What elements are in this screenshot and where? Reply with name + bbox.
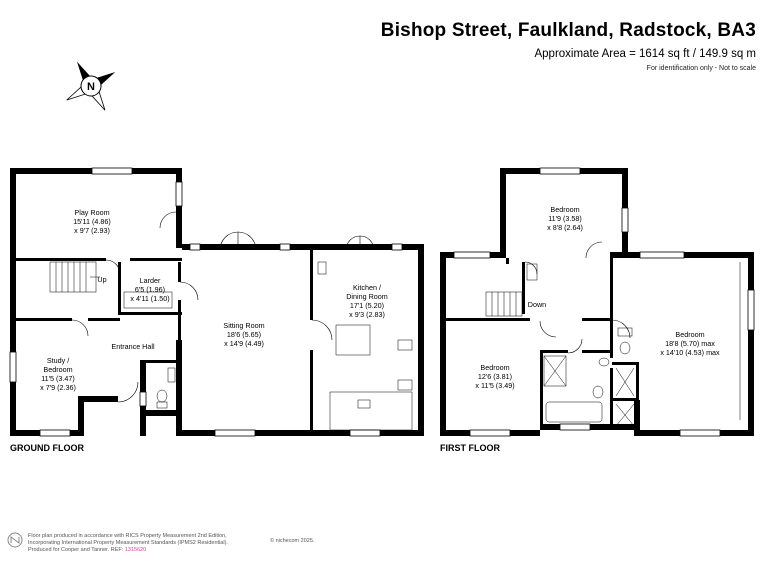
kitchen-dim2: x 9'3 (2.83) (349, 310, 385, 319)
study-dim1: 11'5 (3.47) (41, 374, 75, 383)
bedroom-left-dim2: x 11'5 (3.49) (475, 381, 514, 390)
study-dim2: x 7'9 (2.36) (40, 383, 76, 392)
stairs-down-label: Down (528, 300, 546, 309)
play-room-dim1: 15'11 (4.86) (73, 217, 111, 226)
footer-notes: Floor plan produced in accordance with R… (28, 533, 228, 554)
footer-line-1: Floor plan produced in accordance with R… (28, 533, 227, 539)
footer-ref-value: 1315620 (124, 547, 147, 553)
footer-produced-for: Produced for Cooper and Tanner. (28, 547, 110, 553)
kitchen-label-1: Kitchen / (353, 283, 381, 292)
play-room-label: Play Room (74, 208, 109, 217)
property-title: Bishop Street, Faulkland, Radstock, BA3 (380, 20, 756, 41)
ground-floor-plan (9, 167, 424, 437)
compass-icon: N (66, 61, 116, 111)
bedroom-right-dim1: 18'8 (5.70) max (665, 339, 715, 348)
bedroom-top-dim2: x 8'8 (2.64) (547, 223, 583, 232)
sitting-room-dim2: x 14'9 (4.49) (224, 339, 264, 348)
bedroom-right-dim2: x 14'10 (4.53) max (660, 348, 720, 357)
identification-note: For identification only - Not to scale (646, 65, 756, 72)
ground-floor-label: GROUND FLOOR (10, 443, 84, 453)
footer-copyright: © nichecom 2025. (270, 538, 315, 544)
entrance-hall-label: Entrance Hall (111, 342, 155, 351)
first-floor-label: FIRST FLOOR (440, 443, 500, 453)
footer-ref-label: REF: (110, 547, 124, 553)
sitting-room-label: Sitting Room (223, 321, 264, 330)
larder-dim1: 6'5 (1.96) (135, 285, 165, 294)
compass-letter: N (87, 81, 95, 93)
first-floor-plan (440, 167, 755, 437)
bedroom-left-dim1: 12'6 (3.81) (478, 372, 512, 381)
footer-line-2: Incorporating International Property Mea… (28, 540, 228, 546)
approximate-area: Approximate Area = 1614 sq ft / 149.9 sq… (534, 48, 756, 60)
footer-line-3: Produced for Cooper and Tanner. REF: 131… (28, 547, 228, 554)
larder-label: Larder (140, 276, 161, 285)
kitchen-label-2: Dining Room (346, 292, 388, 301)
study-label-1: Study / (47, 356, 69, 365)
study-label-2: Bedroom (43, 365, 72, 374)
bedroom-right-label: Bedroom (675, 330, 704, 339)
stairs-up-label: Up (97, 275, 106, 284)
play-room-dim2: x 9'7 (2.93) (74, 226, 110, 235)
bedroom-left-label: Bedroom (480, 363, 509, 372)
larder-dim2: x 4'11 (1.50) (130, 294, 169, 303)
bedroom-top-label: Bedroom (550, 205, 579, 214)
nichecom-logo-icon (7, 532, 23, 553)
bedroom-top-dim1: 11'9 (3.58) (548, 214, 582, 223)
kitchen-dim1: 17'1 (5.20) (350, 301, 384, 310)
sitting-room-dim1: 18'6 (5.65) (227, 330, 261, 339)
